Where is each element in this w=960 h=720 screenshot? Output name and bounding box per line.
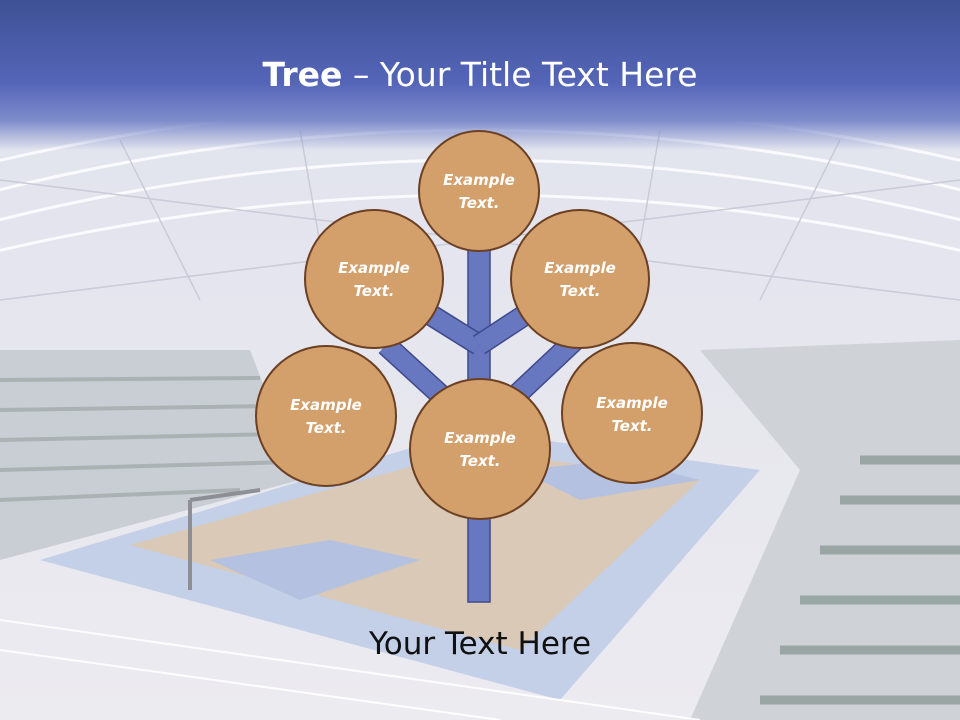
circle-node-center: Example Text. — [409, 378, 551, 520]
circle-node-lower-left: Example Text. — [255, 345, 397, 487]
circle-node-lower-left-line1: Example — [290, 396, 362, 414]
circle-node-center-line1: Example — [444, 429, 516, 447]
slide-title: Tree – Your Title Text Here — [0, 52, 960, 98]
circle-node-upper-right-line2: Text. — [559, 282, 600, 300]
title-bold: Tree — [262, 55, 343, 94]
circle-node-upper-left: Example Text. — [304, 209, 444, 349]
title-bar — [0, 0, 960, 150]
circle-node-upper-right: Example Text. — [510, 209, 650, 349]
circle-node-upper-left-line1: Example — [338, 259, 410, 277]
circle-node-lower-right-line1: Example — [596, 394, 668, 412]
circle-node-top-line1: Example — [443, 171, 515, 189]
circle-node-lower-left-line2: Text. — [305, 419, 346, 437]
circle-node-upper-left-line2: Text. — [353, 282, 394, 300]
circle-node-center-line2: Text. — [459, 452, 500, 470]
circle-node-lower-right: Example Text. — [561, 342, 703, 484]
footer-text: Your Text Here — [368, 626, 592, 662]
circle-node-top-line2: Text. — [458, 194, 499, 212]
circle-node-top: Example Text. — [418, 130, 540, 252]
title-rest: – Your Title Text Here — [342, 55, 698, 94]
circle-node-upper-right-line1: Example — [544, 259, 616, 277]
circle-node-lower-right-line2: Text. — [611, 417, 652, 435]
